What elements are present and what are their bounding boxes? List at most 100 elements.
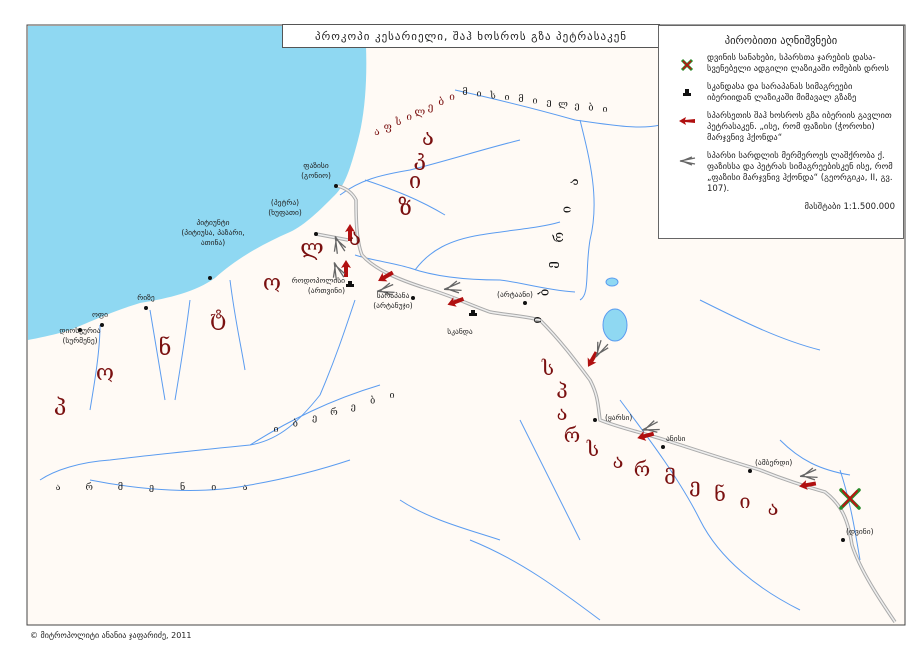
city-dot-icon bbox=[748, 469, 752, 473]
city-dot-icon bbox=[208, 276, 212, 280]
region-letter: ს bbox=[489, 90, 495, 101]
region-letter: ი bbox=[476, 90, 481, 100]
gray-arrow-icon bbox=[799, 467, 818, 481]
place-label: (ამბერდი) bbox=[755, 458, 792, 467]
region-letter: ო bbox=[96, 361, 114, 386]
gray-arrow-icon bbox=[332, 262, 346, 280]
region-letter: ფ bbox=[384, 122, 392, 133]
region-letter: რ bbox=[552, 232, 567, 243]
region-letter: ე bbox=[149, 483, 154, 493]
region-letter: ე bbox=[312, 414, 317, 424]
region-letter: ი bbox=[602, 105, 607, 115]
place-label: როდოპოლისი bbox=[292, 276, 345, 285]
region-letter: პ bbox=[556, 379, 567, 403]
city-dot-icon bbox=[841, 538, 845, 542]
place-label: სარაპანა bbox=[377, 291, 410, 300]
place-marker: (არტაანი) bbox=[497, 290, 533, 305]
x-cross-icon bbox=[680, 58, 694, 72]
legend-text: სპარსეთის შაჰ ხოსროს გზა იბერიის გავლით … bbox=[707, 111, 892, 143]
gray-arrow-icon bbox=[595, 340, 609, 358]
region-letter: ს bbox=[586, 437, 599, 461]
city-dot-icon bbox=[411, 296, 415, 300]
region-letter: ა bbox=[243, 483, 248, 493]
lake-chaldiri bbox=[602, 308, 628, 342]
region-letter: ი bbox=[211, 483, 216, 493]
city-dot-icon bbox=[523, 301, 527, 305]
place-label: (არტანუჯი) bbox=[373, 301, 413, 310]
city-dot-icon bbox=[78, 328, 82, 332]
place-marker: რიზე bbox=[137, 293, 155, 310]
red-arrow-icon bbox=[345, 224, 355, 241]
region-letter: ბ bbox=[537, 289, 552, 296]
place-marker: პიტიუნტი(პიტიუსა, პაზარი,ათინა) bbox=[181, 218, 245, 280]
region-letter: რ bbox=[634, 457, 650, 481]
place-label: (ყარსი) bbox=[605, 413, 632, 422]
region-letter: ი bbox=[409, 169, 421, 194]
rivers bbox=[39, 89, 861, 621]
region-letter: ლ bbox=[558, 100, 568, 110]
region-letter: მ bbox=[518, 94, 523, 105]
place-marker: დიოსკურია(სურმენე) bbox=[59, 326, 100, 345]
region-letter: რ bbox=[85, 482, 92, 493]
place-marker: ანისი bbox=[661, 434, 686, 449]
region-letter: მ bbox=[462, 87, 467, 98]
dvin-x-icon bbox=[839, 488, 861, 510]
legend-heading: პირობითი აღნიშვნები bbox=[724, 35, 838, 47]
region-letter: ნ bbox=[180, 481, 185, 493]
red-arrow-icon bbox=[341, 260, 351, 277]
city-dot-icon bbox=[334, 184, 338, 188]
region-letter: ე bbox=[574, 102, 579, 112]
region-letter: ე bbox=[689, 473, 700, 497]
region-letter: ა bbox=[422, 126, 434, 151]
place-label: სკანდა bbox=[447, 327, 473, 336]
place-label: ოფი bbox=[92, 310, 108, 319]
region-letter: ი bbox=[532, 97, 537, 107]
place-label: ფაზისი bbox=[303, 161, 329, 170]
place-label: ათინა) bbox=[201, 238, 225, 247]
place-label: ანისი bbox=[666, 434, 686, 443]
region-letter: ლ bbox=[415, 107, 426, 118]
place-marker: სარაპანა(არტანუჯი) bbox=[373, 291, 415, 310]
region-letter: ზ bbox=[398, 196, 412, 221]
place-marker: როდოპოლისი(ართვინი) bbox=[292, 276, 354, 295]
region-letter: ბ bbox=[588, 102, 593, 113]
red-arrow-icon bbox=[587, 351, 599, 367]
legend-text: სკანდასა და სარაპანას სიმაგრეები იბერიიდ… bbox=[707, 82, 857, 103]
gray-arrow-icon bbox=[376, 282, 395, 296]
black-sea bbox=[28, 26, 367, 340]
fortress-icon bbox=[469, 310, 477, 316]
region-letter: ა bbox=[374, 127, 379, 138]
region-letter: ე bbox=[428, 102, 434, 113]
region-letter: ო bbox=[263, 271, 281, 296]
red-arrow-icon bbox=[637, 431, 655, 441]
region-letter: ი bbox=[530, 316, 545, 323]
region-letter: ბ bbox=[293, 418, 298, 429]
region-letter: ი bbox=[504, 93, 509, 103]
legend-text: დვინის სანახები, სპარსთა ჯარების დასა-სვ… bbox=[707, 53, 889, 74]
place-marker: (დვინი) bbox=[841, 527, 874, 542]
legend: პირობითი აღნიშვნები დვინის სანახები, სპა… bbox=[658, 25, 904, 239]
map-title: პროკოპი კესარიელი, შაჰ ხოსროს გზა პეტრას… bbox=[282, 24, 660, 48]
region-letter: ნ bbox=[159, 335, 172, 361]
region-letter: ა bbox=[613, 449, 624, 473]
lake bbox=[605, 277, 619, 287]
region-letter: რ bbox=[564, 423, 580, 447]
place-marker: ოფი bbox=[92, 310, 108, 327]
region-letter: ა bbox=[567, 178, 582, 185]
place-label: (ართვინი) bbox=[308, 286, 345, 295]
fortress-icon bbox=[346, 281, 354, 287]
city-dot-icon bbox=[100, 323, 104, 327]
region-letter: ი bbox=[449, 92, 455, 103]
region-letter: კ bbox=[414, 146, 426, 171]
region-letter: ი bbox=[406, 112, 412, 123]
red-arrow-icon bbox=[378, 270, 394, 282]
region-letter: ი bbox=[560, 206, 575, 213]
city-dot-icon bbox=[314, 232, 318, 236]
place-label: (პეტრა) bbox=[271, 198, 299, 207]
place-marker: ფაზისი(გონიო) bbox=[301, 161, 338, 188]
place-marker: (ამბერდი) bbox=[748, 458, 792, 473]
